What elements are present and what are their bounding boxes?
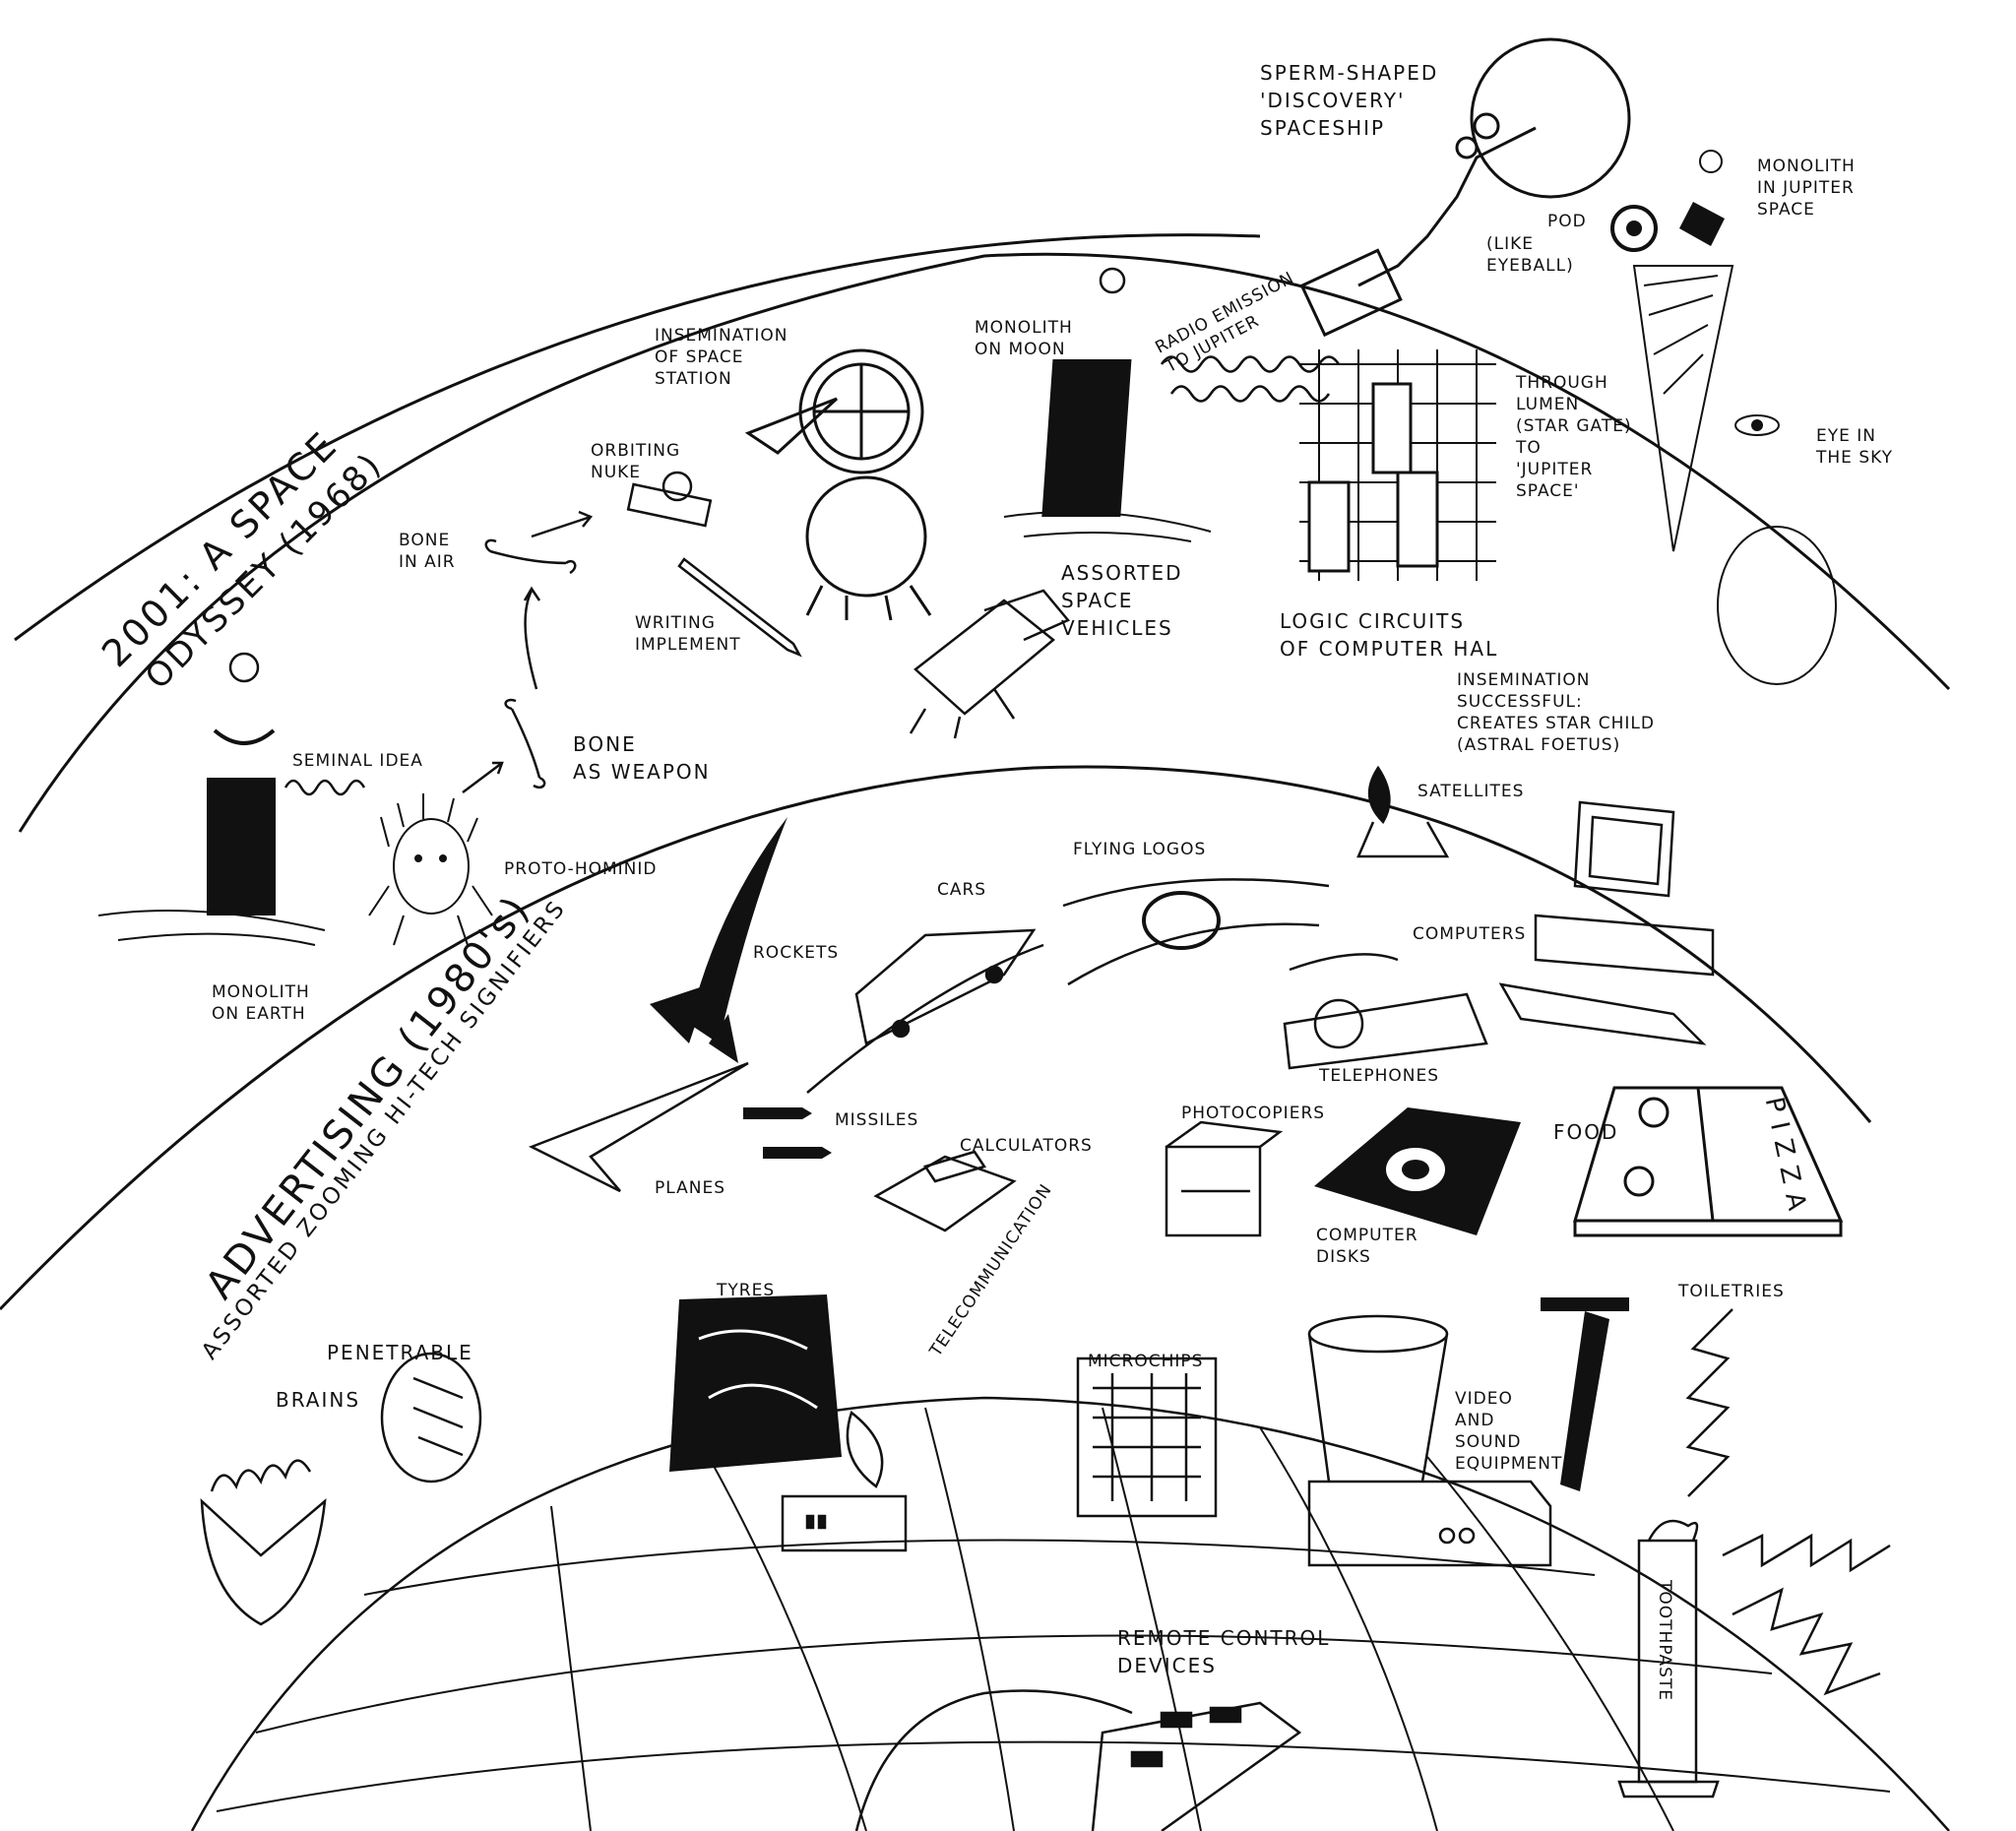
- label-assorted-space-vehicles: ASSORTED SPACE VEHICLES: [1061, 561, 1183, 640]
- label-tyres: TYRES: [717, 1281, 776, 1300]
- space-station-drawing: [744, 348, 932, 621]
- rocket-drawing: [650, 817, 788, 1063]
- space-vehicle-drawing: [909, 589, 1071, 739]
- label-computers: COMPUTERS: [1413, 924, 1527, 944]
- label-orbiting-nuke: ORBITING NUKE: [591, 441, 681, 482]
- label-flying-logos: FLYING LOGOS: [1073, 840, 1207, 859]
- label-toothpaste: TOOTHPASTE: [1655, 1580, 1674, 1702]
- odyssey-band-outer-arc: [14, 233, 1261, 642]
- label-bone-as-weapon: BONE AS WEAPON: [573, 732, 711, 784]
- odyssey-band-inner-arc: [18, 252, 1951, 833]
- advertising-band-arc: [0, 765, 1872, 1311]
- flying-logo-drawing: [1062, 878, 1330, 986]
- label-pod: POD: [1547, 212, 1587, 231]
- nuke-and-pen-drawing: [626, 471, 802, 658]
- telephone-drawing: [1283, 953, 1488, 1070]
- label-microchips: MICROCHIPS: [1088, 1352, 1204, 1371]
- plane-and-missiles-drawing: [528, 1061, 832, 1193]
- label-seminal-idea: SEMINAL IDEA: [292, 751, 423, 771]
- label-like-eyeball: (LIKE EYEBALL): [1486, 234, 1574, 276]
- label-penetrable: PENETRABLE: [327, 1341, 473, 1364]
- label-satellites: SATELLITES: [1418, 782, 1525, 801]
- label-insemination-station: INSEMINATION OF SPACE STATION: [655, 326, 788, 389]
- label-cars: CARS: [937, 880, 987, 900]
- star-gate-eye-drawing: [1632, 265, 1837, 685]
- monolith-on-moon-drawing: [1003, 267, 1212, 542]
- tyre-drawing: [669, 1294, 842, 1472]
- label-remote-control: REMOTE CONTROL DEVICES: [1117, 1626, 1331, 1677]
- label-monolith-moon: MONOLITH ON MOON: [975, 318, 1073, 359]
- proto-hominid-drawing: [368, 793, 493, 946]
- video-sound-drawing: [1307, 1314, 1552, 1567]
- label-photocopiers: PHOTOCOPIERS: [1181, 1104, 1326, 1123]
- label-calculators: CALCULATORS: [960, 1136, 1093, 1156]
- label-proto-hominid: PROTO-HOMINID: [504, 859, 658, 879]
- label-star-child: INSEMINATION SUCCESSFUL: CREATES STAR CH…: [1457, 670, 1655, 755]
- radio-emission-waves: [1160, 355, 1341, 403]
- brains-drawing: [200, 1352, 482, 1626]
- photocopier-drawing: [1165, 1120, 1284, 1237]
- label-video-sound: VIDEO AND SOUND EQUIPMENT: [1455, 1389, 1563, 1474]
- zigzag-lines: [1685, 1308, 1891, 1696]
- dish-antenna-drawing: [781, 1410, 908, 1552]
- monolith-on-earth-drawing: [97, 652, 366, 946]
- label-discovery-spaceship: SPERM-SHAPED 'DISCOVERY' SPACESHIP: [1260, 61, 1439, 140]
- label-monolith-jupiter: MONOLITH IN JUPITER SPACE: [1757, 157, 1856, 220]
- car-drawing: [806, 928, 1044, 1094]
- label-logic-circuits: LOGIC CIRCUITS OF COMPUTER HAL: [1280, 609, 1499, 661]
- label-bone-in-air: BONE IN AIR: [399, 531, 456, 572]
- label-eye-in-sky: EYE IN THE SKY: [1816, 426, 1894, 468]
- bone-drawings: [462, 510, 594, 793]
- label-telephones: TELEPHONES: [1319, 1066, 1440, 1086]
- globe: [190, 1396, 1950, 1831]
- razor-drawing: [1541, 1297, 1629, 1491]
- toothpaste-drawing: [1617, 1519, 1720, 1799]
- discovery-spaceship-drawing: [1299, 37, 1631, 338]
- computer-drawing: [1498, 800, 1715, 1045]
- label-food: FOOD: [1553, 1120, 1619, 1144]
- label-monolith-earth: MONOLITH ON EARTH: [212, 982, 310, 1024]
- pod-and-jupiter-monolith-drawing: [1610, 150, 1725, 252]
- pizza-box-drawing: [1572, 1086, 1844, 1237]
- label-brains: BRAINS: [276, 1388, 361, 1412]
- label-computer-disks: COMPUTER DISKS: [1316, 1226, 1418, 1267]
- logic-circuits-drawing: [1299, 349, 1496, 581]
- satellite-dish-drawing: [1356, 765, 1450, 858]
- label-missiles: MISSILES: [835, 1110, 919, 1130]
- hand-remote-drawing: [854, 1689, 1302, 1831]
- calculator-drawing: [873, 1150, 1017, 1232]
- label-through-lumen: THROUGH LUMEN (STAR GATE) TO 'JUPITER SP…: [1516, 373, 1632, 501]
- label-rockets: ROCKETS: [753, 943, 840, 963]
- computer-disk-drawing: [1314, 1107, 1521, 1235]
- label-planes: PLANES: [655, 1178, 725, 1198]
- label-writing-implement: WRITING IMPLEMENT: [635, 613, 741, 655]
- label-toiletries: TOILETRIES: [1678, 1282, 1785, 1301]
- microchip-drawing: [1076, 1357, 1218, 1518]
